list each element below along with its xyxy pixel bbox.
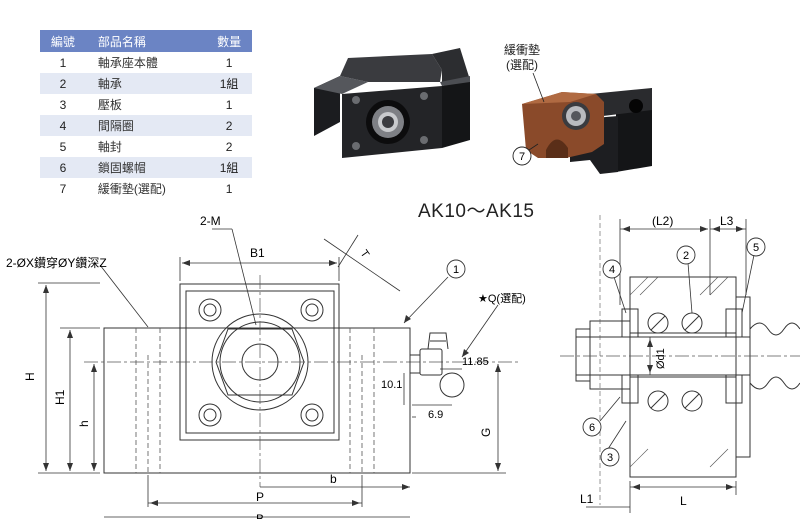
hole-note: 2-ØX鑽穿ØY鑽深Z	[6, 255, 107, 270]
cell-qty: 1	[225, 181, 233, 196]
product-photos: 緩衝墊 (選配) 7	[314, 43, 652, 174]
dim-l1: L1	[580, 492, 594, 506]
cell-qty: 1	[225, 55, 233, 70]
cell-name: 鎖固螺帽	[85, 157, 207, 178]
balloon-6	[582, 417, 602, 437]
cell-qty: 2	[206, 115, 252, 136]
cell-qty: 1組	[206, 73, 252, 94]
dim-h1: H1	[53, 389, 67, 405]
damper-callout-line2: (選配)	[506, 58, 538, 72]
table-row: 5 軸封 2	[40, 136, 252, 157]
table-header-row: 編號 部品名稱 數量	[40, 30, 252, 52]
cell-name: 緩衝墊(選配)	[97, 182, 166, 196]
dim-d1: Ød1	[655, 348, 667, 369]
cell-no: 4	[40, 115, 86, 136]
cell-name: 間隔圈	[85, 115, 207, 136]
cell-no: 6	[40, 157, 86, 178]
dim-p: P	[256, 490, 264, 504]
table-row: 3 壓板 1	[40, 94, 252, 115]
product-title: AK10～AK15	[418, 201, 535, 222]
cell-qty: 1組	[206, 157, 252, 178]
balloon-4	[602, 259, 622, 279]
balloon-1-label: 1	[453, 264, 459, 276]
dim-10-1: 10.1	[381, 379, 402, 391]
col-header-qty: 數量	[206, 30, 252, 52]
dim-h-small: h	[77, 420, 91, 427]
dim-g: G	[479, 428, 493, 437]
cell-name: 軸承	[85, 73, 207, 94]
col-header-no: 編號	[40, 30, 86, 52]
dim-b1: B1	[250, 246, 265, 260]
balloon-5-label: 5	[753, 242, 759, 254]
cell-no: 7	[59, 181, 67, 196]
table-row: 7 緩衝墊(選配) 1	[40, 178, 252, 199]
cell-no: 5	[59, 139, 67, 154]
balloon-3-label: 3	[607, 452, 613, 464]
dim-l: L	[680, 494, 687, 508]
housing-photo	[314, 48, 470, 158]
col-header-name: 部品名稱	[85, 30, 207, 52]
cell-no: 1	[59, 55, 67, 70]
balloon-2-label: 2	[683, 250, 689, 262]
front-view-drawing: 2-ØX鑽穿ØY鑽深Z 2-M B1 T H H1 h b P B 1 ★Q(選…	[6, 214, 526, 519]
balloon-6-label: 6	[589, 422, 595, 434]
dim-l2: (L2)	[652, 214, 673, 228]
balloon-3	[600, 447, 620, 467]
cell-name: 壓板	[97, 98, 122, 112]
dim-6-9: 6.9	[428, 409, 443, 421]
damper-callout-line1: 緩衝墊	[504, 43, 540, 57]
cell-qty: 2	[225, 139, 233, 154]
balloon-4-label: 4	[609, 264, 615, 276]
tap-note: 2-M	[200, 214, 221, 228]
dim-b-total: B	[256, 512, 264, 519]
grease-note: ★Q(選配)	[478, 292, 526, 305]
cell-name: 軸封	[97, 140, 122, 154]
balloon-7	[512, 146, 532, 166]
cell-name: 軸承座本體	[97, 56, 158, 70]
dim-11-85: 11.85	[462, 356, 489, 368]
dim-t: T	[358, 248, 372, 261]
balloon-5	[746, 237, 766, 257]
balloon-2	[676, 245, 696, 265]
section-view-drawing: (L2) L3 Ød1 L1 L 2 3 4 5 6	[560, 214, 800, 513]
cell-no: 2	[40, 73, 86, 94]
balloon-1	[446, 259, 466, 279]
dim-l3: L3	[720, 214, 734, 228]
cell-no: 3	[59, 97, 67, 112]
dim-h-total: H	[23, 372, 37, 381]
damper-photo	[522, 88, 652, 174]
dim-b-small: b	[330, 472, 337, 486]
cell-qty: 1	[225, 97, 233, 112]
balloon-7-label: 7	[519, 151, 525, 163]
table-row: 1 軸承座本體 1	[40, 52, 252, 73]
